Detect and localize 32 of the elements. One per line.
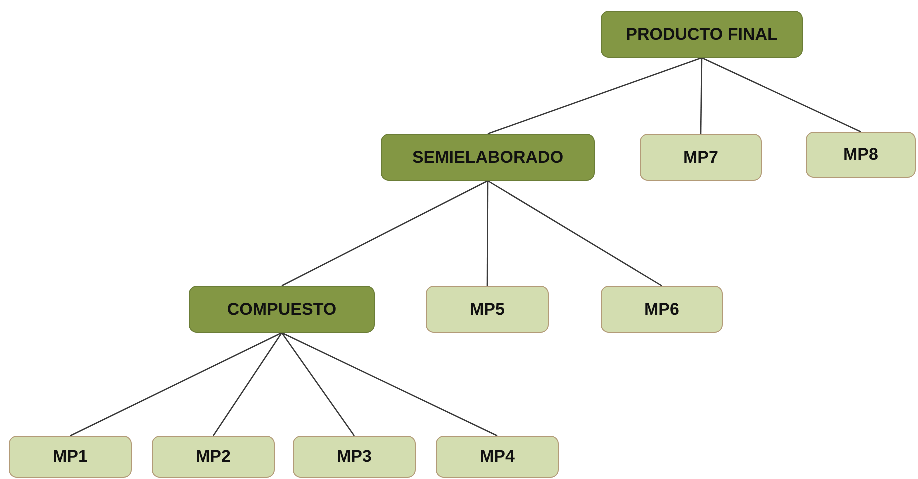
box-label: MP2 [196, 447, 231, 467]
raw-material-box [806, 132, 916, 178]
raw-material-box [293, 436, 416, 478]
box-label: MP7 [684, 148, 718, 168]
box-label: MP6 [644, 300, 680, 320]
connector-line [281, 332, 356, 436]
connector-line [212, 332, 283, 436]
box-label: SEMIELABORADO [412, 148, 564, 168]
raw-material-box [640, 134, 762, 181]
product-box [189, 286, 375, 333]
raw-material-box [426, 286, 549, 333]
box-label: MP8 [844, 145, 878, 165]
raw-material-box [9, 436, 132, 478]
product-box [601, 11, 803, 58]
box-label: COMPUESTO [227, 300, 337, 320]
box-label: MP1 [53, 447, 88, 467]
box-label: MP5 [470, 300, 505, 320]
connector-line [702, 57, 862, 133]
connector-line [282, 332, 498, 437]
box-label: MP3 [337, 447, 372, 467]
connector-line [70, 332, 282, 437]
connector-line [282, 180, 488, 287]
connector-line [486, 181, 489, 286]
raw-material-box [601, 286, 723, 333]
product-box [381, 134, 595, 181]
raw-material-box [436, 436, 559, 478]
raw-material-box [152, 436, 275, 478]
box-label: PRODUCTO FINAL [626, 24, 778, 44]
connector-line [488, 180, 662, 287]
connector-line [700, 58, 703, 134]
box-label: MP4 [480, 447, 515, 467]
connector-line [488, 57, 702, 135]
